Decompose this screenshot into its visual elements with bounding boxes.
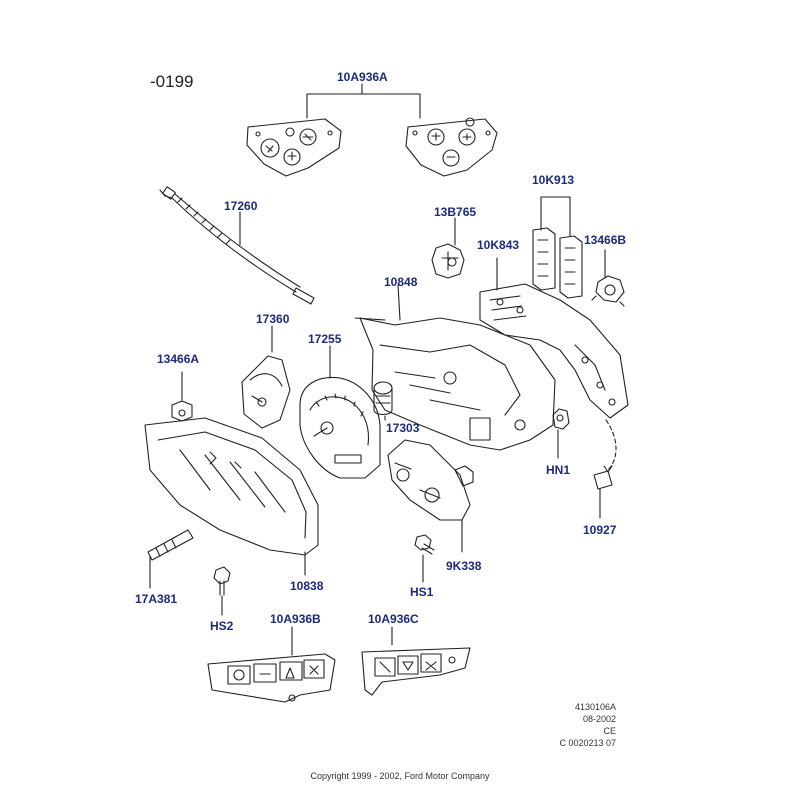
- part-label-10K913[interactable]: 10K913: [532, 173, 575, 187]
- switch-panel-left: [246, 118, 342, 177]
- bulb-17303: [373, 381, 393, 421]
- part-label-13B765[interactable]: 13B765: [434, 205, 477, 219]
- part-label-10848[interactable]: 10848: [384, 275, 418, 289]
- part-label-10A936A[interactable]: 10A936A: [337, 70, 388, 84]
- bulb-holder-13466A: [171, 371, 193, 422]
- bulb-holder-13466B: [591, 249, 625, 307]
- circuit-connectors: [532, 196, 583, 299]
- part-label-17A381[interactable]: 17A381: [135, 592, 178, 606]
- printed-circuit: [479, 257, 629, 419]
- part-label-HS1[interactable]: HS1: [410, 585, 434, 599]
- screw-HS1: [414, 534, 435, 583]
- part-label-9K338[interactable]: 9K338: [446, 559, 482, 573]
- part-label-17360[interactable]: 17360: [256, 312, 290, 326]
- part-label-HN1[interactable]: HN1: [546, 463, 571, 477]
- gauge-9K338: [387, 439, 474, 553]
- pin-17A381: [147, 529, 194, 589]
- reference-line-1: 4130106A: [574, 702, 616, 712]
- switch-panel-10A936B: [207, 626, 336, 703]
- switch-panel-right: [405, 117, 498, 177]
- part-label-HS2[interactable]: HS2: [210, 619, 234, 633]
- gauge-17360: [241, 325, 291, 429]
- part-label-10A936C[interactable]: 10A936C: [368, 612, 419, 626]
- reference-line-4: C 0020213 07: [559, 738, 616, 748]
- page-code: -0199: [150, 72, 194, 91]
- part-label-10A936B[interactable]: 10A936B: [270, 612, 321, 626]
- leader-10A936A: [306, 83, 421, 119]
- part-label-13466A[interactable]: 13466A: [157, 352, 200, 366]
- part-label-17260[interactable]: 17260: [224, 199, 258, 213]
- copyright-notice: Copyright 1999 - 2002, Ford Motor Compan…: [310, 771, 490, 781]
- part-label-13466B[interactable]: 13466B: [584, 233, 627, 247]
- part-label-10838[interactable]: 10838: [290, 579, 324, 593]
- part-label-17255[interactable]: 17255: [308, 332, 342, 346]
- screw-HS2: [213, 566, 231, 616]
- reference-block: 4130106A 08-2002 CE C 0020213 07: [520, 701, 616, 749]
- part-label-17303[interactable]: 17303: [386, 421, 420, 435]
- reference-line-2: 08-2002: [582, 714, 616, 724]
- reference-line-3: CE: [603, 726, 616, 736]
- clip-HN1: [552, 408, 570, 459]
- switch-panel-10A936C: [361, 626, 471, 696]
- cluster-lens: [144, 417, 319, 576]
- bracket-13B765: [431, 217, 465, 279]
- clip-10927: [593, 419, 617, 519]
- part-label-10927[interactable]: 10927: [583, 523, 617, 537]
- speedometer-cable: [159, 186, 315, 305]
- cluster-housing: [354, 284, 556, 451]
- speedometer-17255: [299, 345, 381, 479]
- part-label-10K843[interactable]: 10K843: [477, 238, 520, 252]
